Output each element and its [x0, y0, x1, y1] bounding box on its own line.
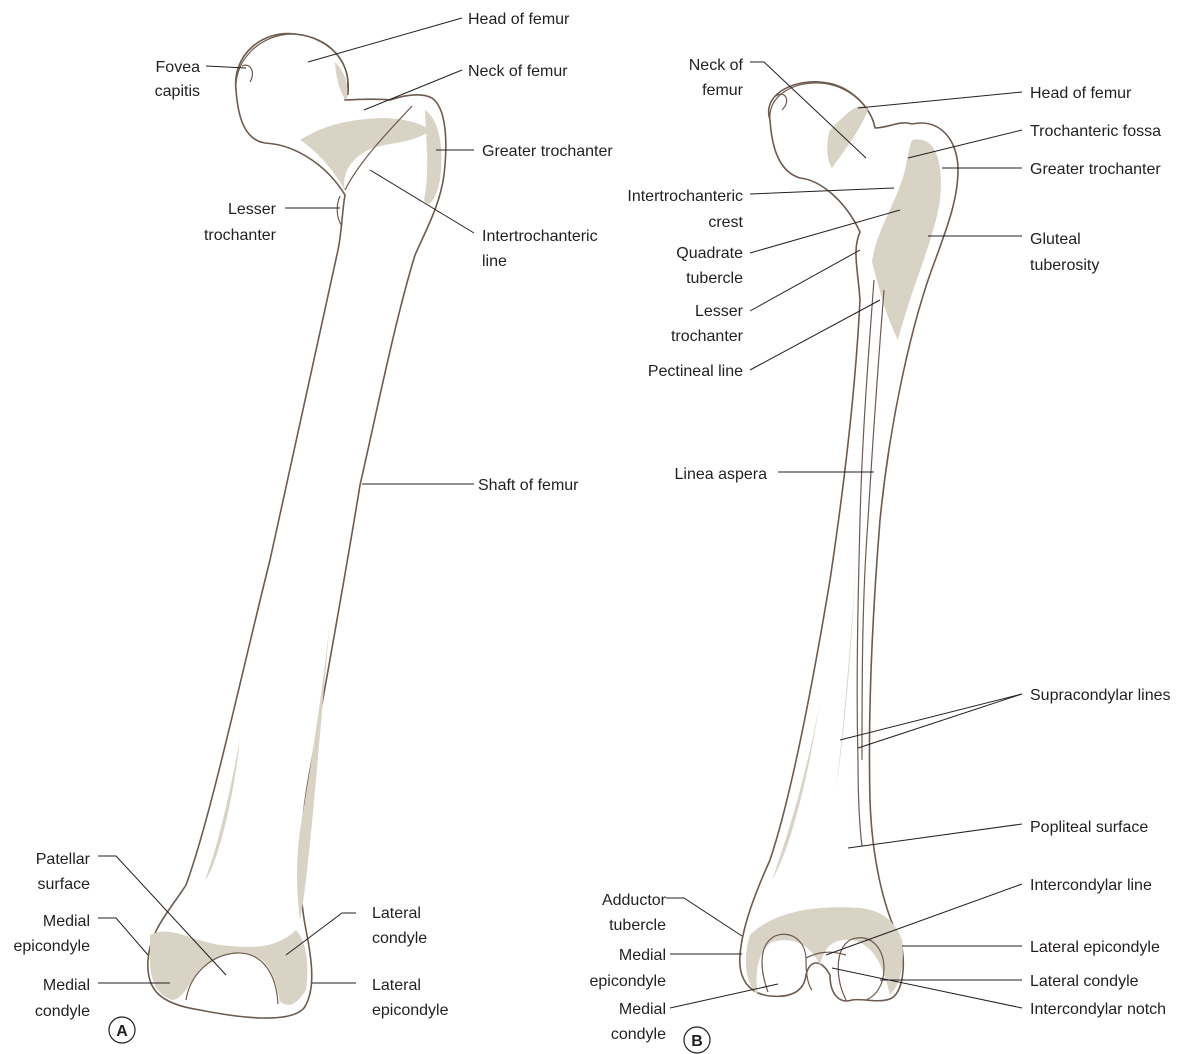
- label-b-trochanteric-fossa: Trochanteric fossa: [1030, 123, 1161, 140]
- label-b-linea-aspera: Linea aspera: [674, 466, 767, 483]
- label-a-fovea-line1: Fovea: [156, 59, 201, 76]
- label-a-patellar-line2: surface: [38, 876, 91, 893]
- label-b-quadrate-line2: tubercle: [686, 270, 743, 287]
- label-a-medial-condyle-line1: Medial: [43, 977, 90, 994]
- label-b-quadrate-line1: Quadrate: [676, 245, 743, 262]
- label-a-greater-trochanter: Greater trochanter: [482, 143, 613, 160]
- label-b-medial-epicondyle-line1: Medial: [619, 947, 666, 964]
- label-b-lateral-epicondyle: Lateral epicondyle: [1030, 939, 1160, 956]
- leader-a-head: [308, 18, 462, 62]
- label-a-fovea-line2: capitis: [155, 83, 200, 100]
- label-a-lateral-epicondyle-line1: Lateral: [372, 977, 421, 994]
- label-b-medial-epicondyle-line2: epicondyle: [590, 973, 667, 990]
- panel-a-femur-anterior: Head of femur Fovea capitis Neck of femu…: [14, 11, 614, 1043]
- label-a-lateral-epicondyle-line2: epicondyle: [372, 1002, 449, 1019]
- label-b-popliteal: Popliteal surface: [1030, 819, 1148, 836]
- label-a-lateral-condyle-line2: condyle: [372, 930, 427, 947]
- label-a-head-of-femur: Head of femur: [468, 11, 570, 28]
- leader-a-medial-epicondyle: [98, 918, 148, 955]
- panel-b-femur-posterior: Neck of femur Head of femur Trochanteric…: [590, 57, 1171, 1053]
- label-b-head-of-femur: Head of femur: [1030, 85, 1132, 102]
- leader-b-head: [858, 92, 1022, 108]
- label-b-supracondylar: Supracondylar lines: [1030, 687, 1171, 704]
- label-b-medial-condyle-line2: condyle: [611, 1026, 666, 1043]
- leader-b-adductor: [666, 898, 742, 936]
- label-a-lesser-line2: trochanter: [204, 227, 277, 244]
- label-a-medial-epicondyle-line2: epicondyle: [14, 938, 91, 955]
- leader-b-supracondylar-2: [858, 694, 1022, 748]
- label-b-medial-condyle-line1: Medial: [619, 1001, 666, 1018]
- label-a-lesser-line1: Lesser: [228, 201, 277, 218]
- label-a-medial-epicondyle-line1: Medial: [43, 913, 90, 930]
- leader-b-medial-condyle: [670, 984, 778, 1008]
- label-b-intertroch-line2: crest: [708, 214, 743, 231]
- label-a-lateral-condyle-line1: Lateral: [372, 905, 421, 922]
- label-b-lesser-line2: trochanter: [671, 328, 744, 345]
- label-b-pectineal: Pectineal line: [648, 363, 743, 380]
- label-b-lesser-line1: Lesser: [695, 303, 744, 320]
- label-b-neck-line2: femur: [702, 82, 744, 99]
- label-b-adductor-line2: tubercle: [609, 917, 666, 934]
- label-a-neck-of-femur: Neck of femur: [468, 63, 568, 80]
- label-a-shaft: Shaft of femur: [478, 477, 579, 494]
- label-b-lateral-condyle: Lateral condyle: [1030, 973, 1139, 990]
- label-a-intertroch-line2: line: [482, 253, 507, 270]
- label-b-greater-trochanter: Greater trochanter: [1030, 161, 1161, 178]
- leader-b-popliteal: [848, 824, 1022, 848]
- label-b-gluteal-line2: tuberosity: [1030, 257, 1099, 274]
- label-a-intertroch-line1: Intertrochanteric: [482, 228, 598, 245]
- panel-b-letter: B: [691, 1033, 703, 1050]
- label-a-medial-condyle-line2: condyle: [35, 1003, 90, 1020]
- femur-a-outline: [148, 34, 446, 1018]
- label-b-gluteal-line1: Gluteal: [1030, 231, 1081, 248]
- label-a-patellar-line1: Patellar: [36, 851, 91, 868]
- panel-a-letter: A: [116, 1023, 128, 1040]
- label-b-adductor-line1: Adductor: [602, 892, 667, 909]
- label-b-neck-line1: Neck of: [689, 57, 744, 74]
- leader-b-lesser: [750, 250, 860, 311]
- label-b-intercondylar-notch: Intercondylar notch: [1030, 1001, 1166, 1018]
- label-b-intercondylar-line: Intercondylar line: [1030, 877, 1152, 894]
- label-b-intertroch-line1: Intertrochanteric: [627, 188, 743, 205]
